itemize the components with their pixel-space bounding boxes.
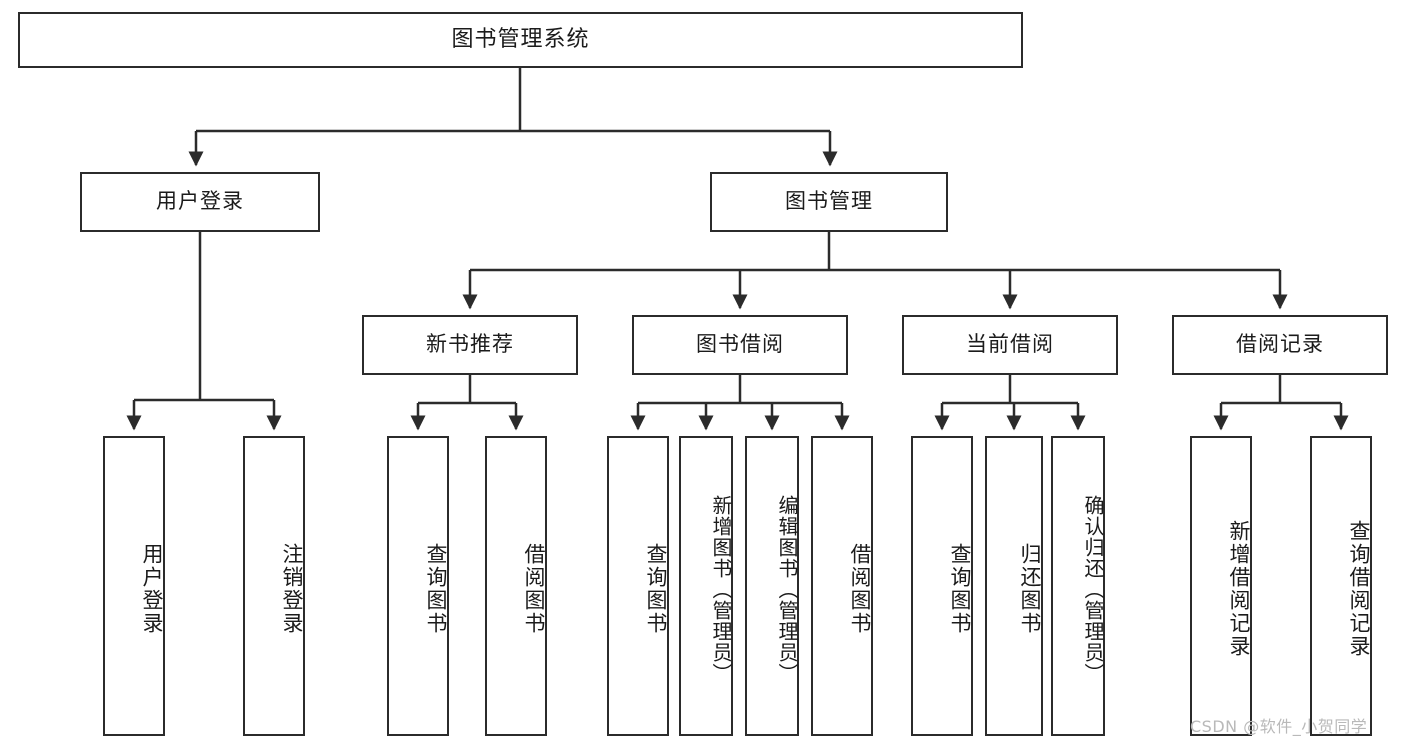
node-user-login[interactable]: 用户登录 bbox=[80, 172, 320, 232]
leaf-add-book[interactable]: 新增图书（管理员） bbox=[679, 436, 733, 736]
leaf-return-book[interactable]: 归还图书 bbox=[985, 436, 1043, 736]
node-borrow-record[interactable]: 借阅记录 bbox=[1172, 315, 1388, 375]
leaf-user-logout[interactable]: 注销登录 bbox=[243, 436, 305, 736]
leaf-borrow-book[interactable]: 借阅图书 bbox=[811, 436, 873, 736]
leaf-query-book-rec[interactable]: 查询图书 bbox=[387, 436, 449, 736]
leaf-confirm-return[interactable]: 确认归还（管理员） bbox=[1051, 436, 1105, 736]
node-root-system[interactable]: 图书管理系统 bbox=[18, 12, 1023, 68]
leaf-query-book-current[interactable]: 查询图书 bbox=[911, 436, 973, 736]
leaf-add-borrow-record[interactable]: 新增借阅记录 bbox=[1190, 436, 1252, 736]
csdn-watermark: CSDN @软件_小贺同学 bbox=[1190, 717, 1368, 736]
leaf-edit-book[interactable]: 编辑图书（管理员） bbox=[745, 436, 799, 736]
node-book-borrow[interactable]: 图书借阅 bbox=[632, 315, 848, 375]
leaf-query-book-borrow[interactable]: 查询图书 bbox=[607, 436, 669, 736]
node-book-manage[interactable]: 图书管理 bbox=[710, 172, 948, 232]
node-current-borrow[interactable]: 当前借阅 bbox=[902, 315, 1118, 375]
leaf-user-login[interactable]: 用户登录 bbox=[103, 436, 165, 736]
node-new-book-rec[interactable]: 新书推荐 bbox=[362, 315, 578, 375]
leaf-query-borrow-record[interactable]: 查询借阅记录 bbox=[1310, 436, 1372, 736]
leaf-borrow-book-rec[interactable]: 借阅图书 bbox=[485, 436, 547, 736]
